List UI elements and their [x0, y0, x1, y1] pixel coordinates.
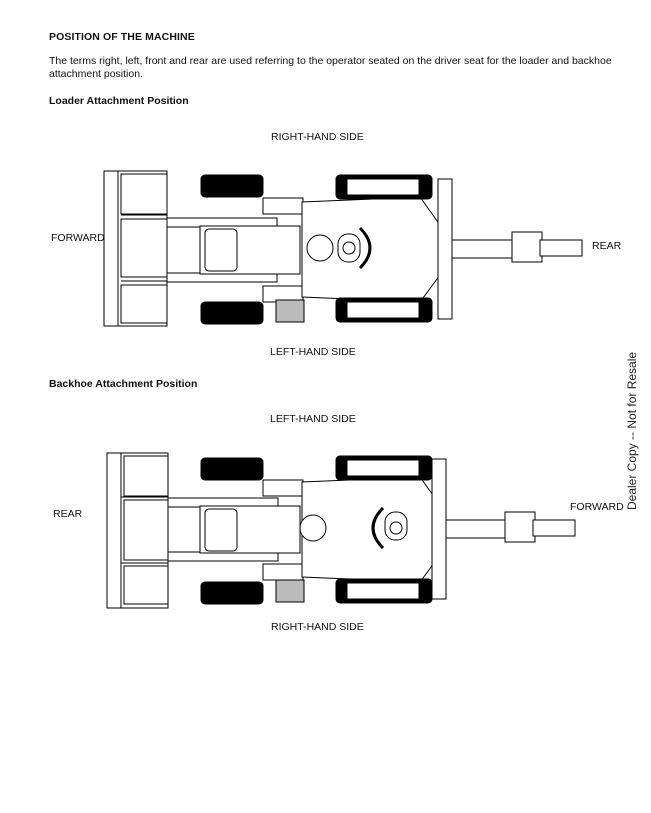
backhoe-left-label: REAR — [53, 508, 83, 520]
backhoe-top-label: LEFT-HAND SIDE — [270, 413, 356, 425]
backhoe-bottom-label: RIGHT-HAND SIDE — [271, 621, 364, 633]
intro-paragraph: The terms right, left, front and rear ar… — [49, 55, 612, 80]
loader-top-label: RIGHT-HAND SIDE — [271, 131, 364, 143]
backhoe-right-label: FORWARD — [570, 501, 624, 513]
page-title: POSITION OF THE MACHINE — [49, 31, 195, 43]
loader-bottom-label: LEFT-HAND SIDE — [270, 346, 356, 358]
backhoe-subtitle: Backhoe Attachment Position — [49, 378, 198, 390]
loader-left-label: FORWARD — [51, 232, 105, 244]
loader-subtitle: Loader Attachment Position — [49, 95, 189, 107]
loader-right-label: REAR — [592, 240, 622, 252]
